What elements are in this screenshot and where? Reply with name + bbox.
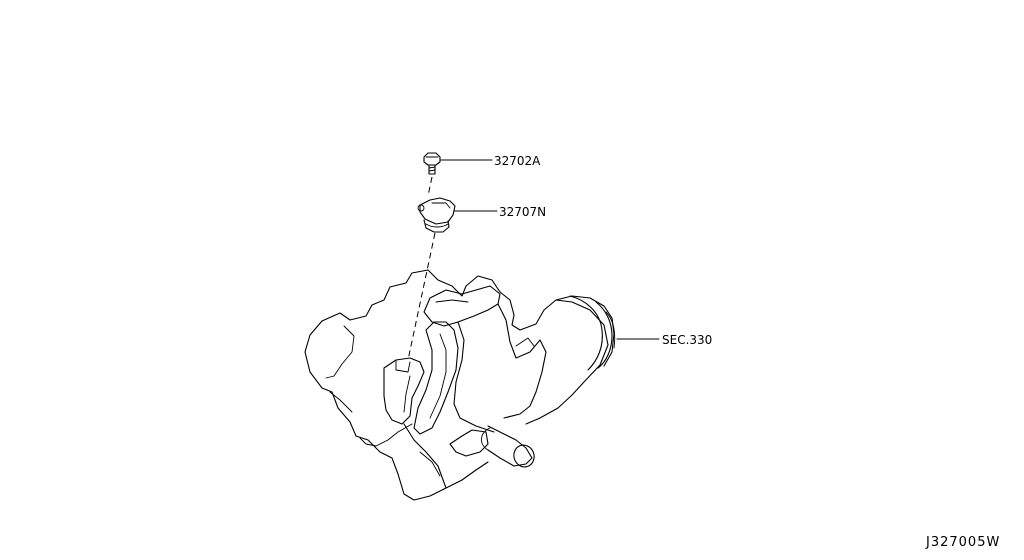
diagram-code: J327005W bbox=[925, 535, 1000, 550]
bolt-part[interactable] bbox=[423, 152, 441, 175]
section-reference-label: SEC.330 bbox=[662, 333, 712, 347]
sensor-part-number: 32707N bbox=[499, 205, 546, 219]
speed-sensor-part[interactable] bbox=[417, 197, 456, 233]
bolt-part-number: 32702A bbox=[494, 154, 541, 168]
transfer-case-housing bbox=[304, 269, 616, 501]
assembly-line bbox=[407, 176, 436, 361]
